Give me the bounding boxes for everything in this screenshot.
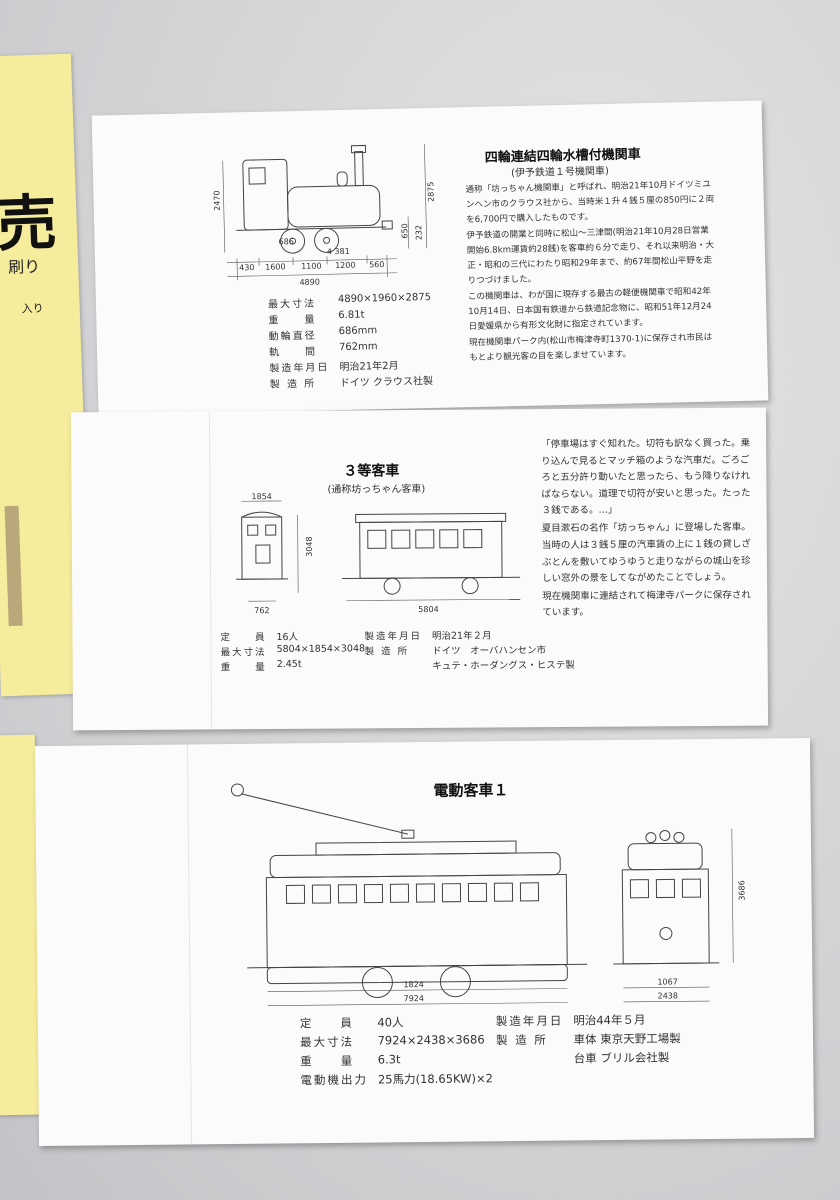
spec-row: 製造年月日明治44年５月 [496,1011,691,1032]
spec-label: 製造年月日 [495,1013,564,1029]
tram-spec-right: 製造年月日明治44年５月 製 造 所 車体 東京天野工場製 台車 ブリル会社製 [496,1011,691,1070]
spec-row: 製造年月日明治21年２月 [364,627,584,644]
spec-value: 40人 [377,1015,404,1030]
coach-description: 「停車場はすぐ知れた。切符も訳なく買った。乗り込んで見るとマッチ箱のような汽車だ… [541,436,754,623]
coach-spec-left: 定 員 16人 最大寸法 5804×1854×3048 重 量 2.45t [220,628,375,674]
spec-row: 重 量 6.3t [300,1051,503,1072]
spec-label: 最大寸法 [299,1034,355,1050]
spec-value: 車体 東京天野工場製 [573,1031,681,1047]
tram-card: 電動客車１ [34,737,815,1147]
spec-row: 製 造 所 ドイツ オーバハンセン市 [365,642,585,659]
spec-label: 製造年月日 [364,630,423,643]
flyer-text-line: 入り [21,301,44,316]
card-fold [186,744,193,1145]
coach-title: ３等客車 [343,463,400,480]
spec-value: キュテ・ホーダングス・ヒステ製 [432,659,575,672]
spec-label: 重 量 [268,314,317,327]
dim-total-height: 2875 [426,182,435,203]
dim-seg-c: 1100 [301,261,322,270]
coach-card: ３等客車 (通称坊っちゃん客車) 1854 3048 [70,407,769,731]
description-paragraph: 夏目漱石の名作「坊っちゃん」に登場した客車。 [541,521,751,534]
dim-length: 7924 [404,994,424,1003]
dim-height: 2470 [212,190,221,211]
spec-label [496,1050,574,1070]
spec-label [365,658,433,673]
spec-row: 製 造 所 車体 東京天野工場製 [496,1030,691,1051]
spec-value: 台車 ブリル会社製 [573,1050,670,1066]
flyer-stamp [4,505,23,627]
spec-label: 重 量 [220,662,267,674]
coach-spec-right: 製造年月日明治21年２月 製 造 所 ドイツ オーバハンセン市 キュテ・ホーダング… [364,627,584,674]
spec-value: 明治44年５月 [573,1012,646,1028]
locomotive-subtitle: (伊予鉄道１号機関車) [510,165,610,180]
spec-row: 定 員 40人 [300,1013,503,1034]
spec-label: 重 量 [300,1053,355,1069]
description-paragraph: 現在機関車に連結されて梅津寺パークに保存されています。 [542,589,751,619]
description-paragraph: 当時の人は３銭５厘の汽車賃の上に１銭の貸しざぶとんを敷いてゆうゆうと走りながらの… [541,538,751,585]
spec-row: 最大寸法 5804×1854×3048 [221,643,376,659]
spec-label: 定 員 [299,1015,354,1031]
spec-row: 重 量 2.45t [221,658,376,674]
description-paragraph: 「停車場はすぐ知れた。切符も訳なく買った。乗り込んで見るとマッチ箱のような汽車だ… [541,437,751,517]
dim-truck: 1824 [403,980,423,989]
spec-label: 最大寸法 [220,647,267,659]
spec-label: 製 造 所 [269,378,317,391]
card-fold [208,411,213,730]
spec-value: 5804×1854×3048 [276,643,366,655]
spec-label: 定 員 [220,632,267,644]
description-paragraph: 現在機関車パーク内(松山市梅津寺町1370-1)に保存され市民はもとより観光客の… [468,332,713,364]
spec-row: 台車 ブリル会社製 [496,1049,691,1070]
spec-row: 定 員 16人 [220,628,375,644]
dim-wheelbase-marker: 4 381 [327,247,350,257]
tram-drawing: 1824 7924 1067 2438 3686 [230,783,747,1006]
dim-width: 2438 [658,991,678,1000]
spec-label: 製造年月日 [269,362,330,375]
dim-height: 3686 [737,880,746,900]
flyer-text-line: 刷り [7,256,41,277]
locomotive-description: 通称「坊っちゃん機関車」と呼ばれ、明治21年10月ドイツミユンヘン市のクラウス社… [465,178,719,368]
dim-seg-d: 1200 [335,261,356,270]
dim-v-a: 650 [400,223,409,238]
description-paragraph: この機関車は、わが国に現存する最古の軽便機関車で昭和42年10月14日、日本国有… [467,286,712,333]
dim-wheel-mark: 686 [278,237,293,246]
coach-drawing: 1854 3048 762 5804 [236,492,521,615]
dim-length: 5804 [418,605,438,614]
spec-label: 製 造 所 [495,1032,548,1048]
spec-row: キュテ・ホーダングス・ヒステ製 [365,657,585,674]
spec-value: 16人 [276,631,299,643]
description-paragraph: 通称「坊っちゃん機関車」と呼ばれ、明治21年10月ドイツミユンヘン市のクラウス社… [465,179,715,226]
dim-v-b: 232 [414,225,423,240]
spec-label: 電動機出力 [300,1072,369,1088]
spec-row: 最大寸法 7924×2438×3686 [300,1032,503,1053]
dim-gauge: 762 [254,606,269,615]
spec-label: 製 造 所 [364,646,410,658]
spec-row: 電動機出力 25馬力(18.65KW)×2 [300,1070,503,1091]
spec-value: ドイツ オーバハンセン市 [432,645,547,657]
locomotive-card: 2470 2875 650 232 686 4 381 430 1600 110… [91,100,769,416]
spec-value: 2.45t [276,658,302,670]
dim-height: 3048 [305,536,314,556]
spec-row: 製 造 所 ドイツ クラウス社製 [270,372,444,392]
spec-value: 明治21年２月 [431,630,492,642]
spec-label: 動輪直径 [268,330,317,343]
spec-value: 7924×2438×3686 [377,1032,485,1048]
flyer-headline: 売 [0,188,58,261]
dim-width: 1854 [251,492,271,501]
spec-value: ドイツ クラウス社製 [339,375,434,390]
spec-value: 6.3t [377,1052,401,1067]
spec-label: 軌 間 [268,346,318,359]
dim-total-length: 4890 [299,278,320,287]
dim-seg-b: 1600 [265,262,286,271]
spec-label: 最大寸法 [267,298,317,311]
dim-seg-a: 430 [239,263,254,272]
description-paragraph: 伊予鉄道の開業と同時に松山～三津間(明治21年10月28日営業開始6.8km運賃… [466,225,715,287]
locomotive-drawing: 2470 2875 650 232 686 4 381 430 1600 110… [212,144,436,287]
tram-spec-left: 定 員 40人 最大寸法 7924×2438×3686 重 量 6.3t 電動機出力 2… [300,1013,503,1091]
spec-value: 25馬力(18.65KW)×2 [377,1071,493,1087]
dim-seg-e: 560 [369,260,384,269]
dim-gauge: 1067 [657,977,677,986]
